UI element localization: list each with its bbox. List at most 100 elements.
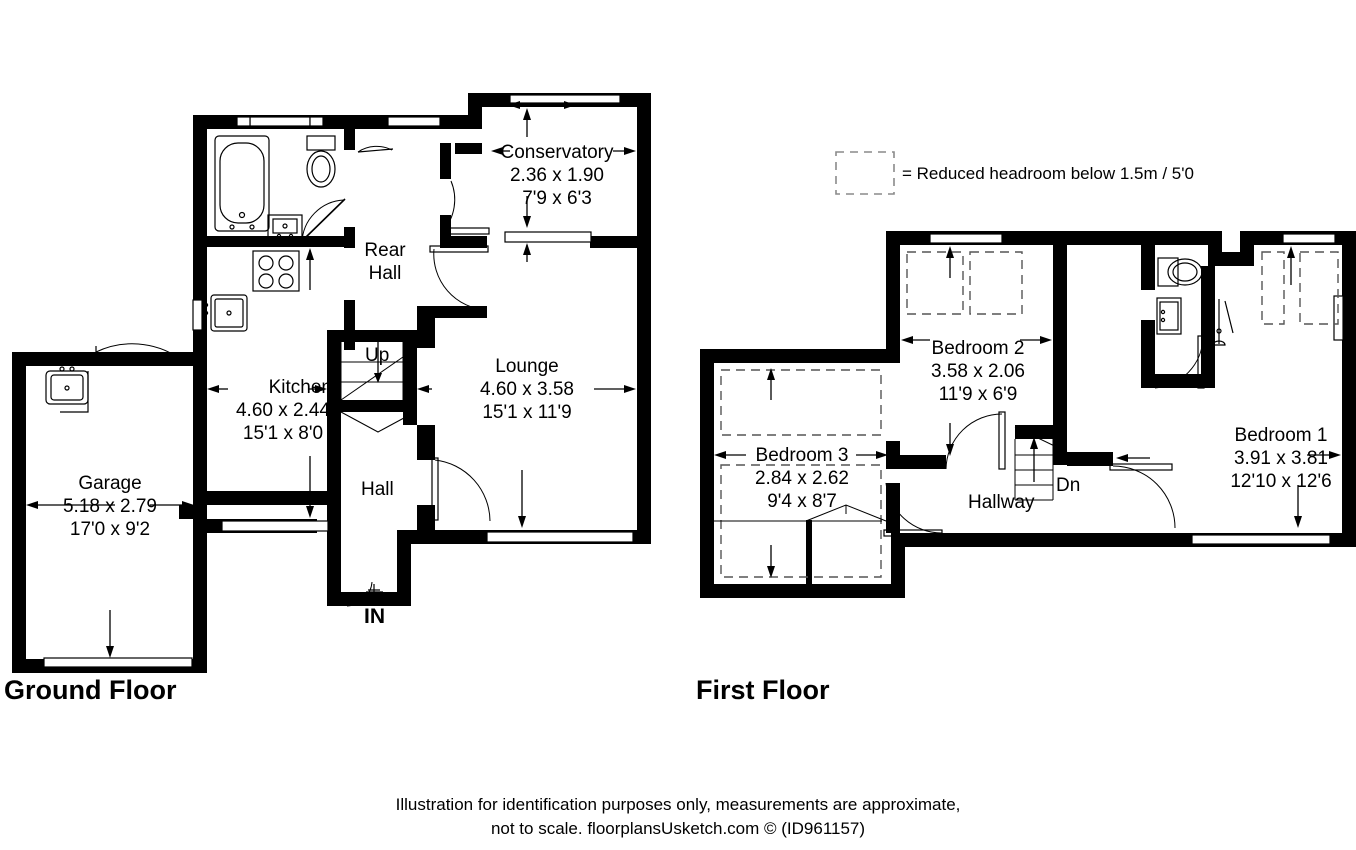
basin-bathroom-tap-r bbox=[288, 233, 294, 239]
room-label-kitchen: Kitchen bbox=[232, 376, 332, 399]
headroom-bed2-left bbox=[906, 251, 964, 315]
reduced-headroom-zones bbox=[720, 251, 1339, 578]
wall-stair-right-first bbox=[1053, 425, 1067, 465]
room-metric: 4.60 x 3.58 bbox=[479, 379, 575, 400]
room-dims-kitchen: 4.60 x 2.44 15'1 x 8'0 bbox=[230, 399, 336, 445]
window-lounge-front bbox=[486, 531, 634, 543]
dim-arrow-lounge-left bbox=[417, 385, 429, 393]
door-swing-bathroom bbox=[301, 199, 345, 244]
dim-arrow-bed3-left bbox=[714, 451, 726, 459]
wall-bed2-bottom-left bbox=[886, 455, 946, 469]
shower-head bbox=[1212, 340, 1226, 346]
door-swing-conservatory bbox=[442, 180, 456, 232]
room-imperial: 12'10 x 12'6 bbox=[1230, 471, 1332, 492]
rear-hall-line1: Rear bbox=[364, 240, 406, 261]
wall-bath-left-upper bbox=[1141, 245, 1155, 290]
annotation-entrance: IN bbox=[364, 605, 385, 629]
dim-arrow-bed2-left bbox=[901, 336, 913, 344]
window-rearhall bbox=[387, 116, 441, 127]
room-label-lounge: Lounge 4.60 x 3.58 15'1 x 11'9 bbox=[457, 355, 597, 424]
wall-bath-right bbox=[1201, 266, 1215, 386]
door-kitchen-double bbox=[340, 411, 416, 433]
door-leaf-conservatory bbox=[440, 227, 490, 235]
kitchen-tap-l bbox=[203, 302, 209, 308]
headroom-bed3-top bbox=[720, 369, 882, 436]
room-imperial: 11'9 x 6'9 bbox=[938, 384, 1018, 405]
door-leaf-shower bbox=[1197, 335, 1205, 389]
window-bed1-bottom bbox=[1191, 534, 1331, 545]
first-windows bbox=[929, 233, 1344, 545]
dim-arrow-garage-right bbox=[182, 501, 194, 509]
wall-rearhall-right-upper bbox=[440, 143, 451, 179]
basin-bathroom-plug bbox=[282, 223, 288, 229]
dim-arrow-bed3-right bbox=[876, 451, 888, 459]
wall-lounge-left-upper bbox=[417, 318, 435, 348]
ground-floor-title: Ground Floor bbox=[4, 675, 176, 706]
wall-rearhall-top-stub bbox=[455, 143, 482, 154]
kitchen-sink bbox=[210, 294, 248, 332]
window-bed1-top bbox=[1282, 233, 1336, 244]
hob-ring-4 bbox=[278, 273, 294, 289]
garage-wall-stub-bottom bbox=[179, 505, 207, 519]
annotation-stairs-down: Dn bbox=[1056, 475, 1080, 497]
dim-arrow-bed2-top bbox=[946, 246, 954, 258]
basin-first-tap-l bbox=[1160, 309, 1166, 315]
room-imperial: 17'0 x 9'2 bbox=[69, 519, 151, 540]
garage-sink-plug bbox=[64, 385, 70, 391]
basin-bathroom-bowl bbox=[272, 218, 298, 234]
wall-entry-left bbox=[327, 560, 341, 606]
dim-arrow-lounge-right bbox=[624, 385, 636, 393]
room-imperial: 15'1 x 11'9 bbox=[482, 402, 572, 423]
annotation-stairs-up: Up bbox=[365, 345, 389, 367]
kitchen-tap-r bbox=[203, 310, 209, 316]
rear-hall-line2: Hall bbox=[368, 263, 402, 284]
room-label-bedroom1: Bedroom 1 3.91 x 3.81 12'10 x 12'6 bbox=[1196, 424, 1356, 493]
legend-text: = Reduced headroom below 1.5m / 5'0 bbox=[902, 164, 1194, 183]
toilet-pan bbox=[306, 150, 336, 188]
wall-kitchen-right bbox=[327, 330, 341, 505]
door-swing-front bbox=[346, 581, 373, 607]
hob-outline bbox=[252, 250, 300, 292]
ground-stairs bbox=[340, 340, 404, 401]
up-text: Up bbox=[365, 345, 390, 366]
stair-treads bbox=[341, 361, 403, 383]
wall-entry-right bbox=[397, 560, 411, 606]
wall-landing-corner bbox=[1099, 452, 1113, 466]
door-leaf-lounge-top bbox=[429, 245, 489, 253]
dim-arrow-landing bbox=[1116, 454, 1128, 462]
hob-ring-2 bbox=[278, 255, 294, 271]
garage-tap-l bbox=[59, 366, 65, 372]
hall-text: Hall bbox=[361, 479, 394, 500]
room-imperial: 9'4 x 8'7 bbox=[767, 491, 837, 512]
room-metric: 3.58 x 2.06 bbox=[930, 361, 1026, 382]
room-imperial: 15'1 x 8'0 bbox=[242, 423, 324, 444]
wall-bed3-partition bbox=[806, 520, 812, 584]
wall-bath-right-upper bbox=[344, 115, 355, 150]
garage-tap-r bbox=[69, 366, 75, 372]
door-swing-lounge-hall bbox=[434, 459, 491, 522]
dim-arrow-bed1-top bbox=[1287, 246, 1295, 258]
dim-arrow-cons-lbl-left bbox=[491, 147, 503, 155]
door-leaf-bathroom bbox=[302, 198, 346, 241]
room-name: Garage bbox=[78, 473, 142, 494]
door-leaf-rearhall-top bbox=[357, 148, 394, 153]
room-metric: 2.36 x 1.90 bbox=[509, 165, 605, 186]
window-bathroom-end-r bbox=[309, 116, 324, 127]
ground-fixtures bbox=[25, 135, 336, 413]
window-kitchen-front bbox=[221, 520, 329, 532]
dim-arrow-kitchen-left bbox=[207, 385, 219, 393]
room-name: Bedroom 3 bbox=[755, 445, 849, 466]
first-floor-title: First Floor bbox=[696, 675, 830, 706]
wall-rearhall-left-top bbox=[344, 236, 355, 248]
kitchen-sink-bowl bbox=[214, 298, 244, 328]
basin-bathroom bbox=[267, 214, 303, 240]
dim-arrow-kitchen-top bbox=[306, 248, 314, 260]
bath-tap-l bbox=[229, 224, 235, 230]
ground-dimensions bbox=[26, 101, 636, 658]
dim-arrow-cons-window bbox=[523, 243, 531, 255]
wall-bed2-left-stub bbox=[886, 441, 900, 469]
first-stair-arrow-head bbox=[1030, 437, 1038, 449]
first-fixtures bbox=[1156, 257, 1234, 346]
